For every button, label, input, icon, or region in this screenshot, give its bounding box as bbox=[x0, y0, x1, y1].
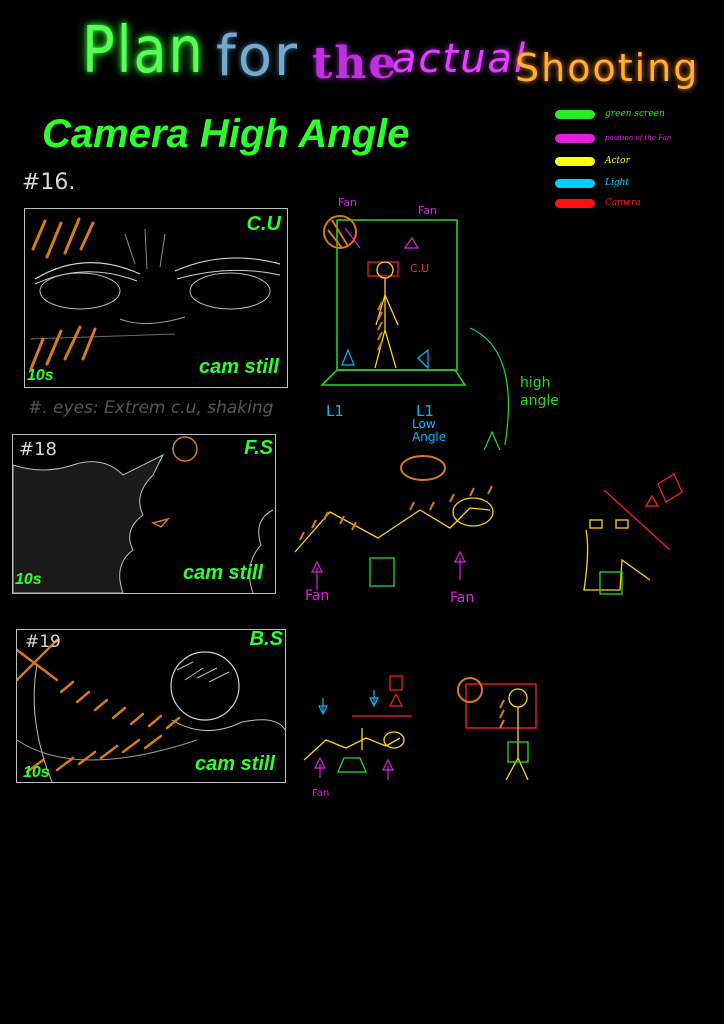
shot-type-label: B.S bbox=[249, 628, 283, 650]
legend-swatch bbox=[555, 109, 595, 119]
fan-label: Fan bbox=[305, 588, 330, 604]
panel-sketch bbox=[13, 435, 274, 593]
title-word-shooting: Shooting bbox=[515, 46, 700, 90]
legend-item-light: Light bbox=[555, 175, 629, 191]
shot-duration-label: 10s bbox=[15, 571, 42, 588]
cu-label: C.U bbox=[410, 262, 430, 275]
legend-label: Light bbox=[605, 178, 630, 188]
setup-diagram-2 bbox=[294, 455, 683, 595]
title-word-actual: actual bbox=[392, 36, 528, 82]
page-title: Plan for the actual Shooting bbox=[0, 0, 724, 110]
shot-type-label: C.U bbox=[246, 213, 281, 235]
shot-number: #19 bbox=[25, 632, 61, 652]
page-subtitle: Camera High Angle bbox=[42, 112, 410, 156]
storyboard-panel-shot-18: #18 F.S 10s cam still bbox=[12, 434, 276, 594]
title-word-the: the bbox=[312, 38, 399, 89]
legend-item-actor: Actor bbox=[555, 153, 630, 169]
shot-duration-label: 10s bbox=[27, 367, 54, 384]
fan-label: Fan bbox=[418, 204, 438, 217]
camera-movement-label: cam still bbox=[182, 562, 263, 584]
shot-number: #18 bbox=[19, 439, 57, 460]
legend-swatch bbox=[555, 156, 595, 166]
shot-duration-label: 10s bbox=[23, 764, 50, 781]
light-label: L1 bbox=[326, 402, 344, 420]
legend-swatch bbox=[555, 198, 595, 208]
panel-sketch bbox=[29, 217, 281, 371]
setup-diagram-1 bbox=[320, 215, 510, 450]
legend-item-fan: position of the Fan bbox=[555, 130, 671, 146]
storyboard-panel-shot-19: #19 B.S 10s cam still bbox=[16, 628, 286, 783]
legend-item-camera: Camera bbox=[555, 195, 641, 211]
title-word-for: for bbox=[216, 24, 299, 89]
fan-label: Fan bbox=[338, 196, 358, 209]
legend-item-green-screen: green screen bbox=[555, 106, 665, 122]
shot-note: #. eyes: Extrem c.u, shaking bbox=[28, 398, 274, 418]
storyboard-panel-shot-16: C.U 10s cam still bbox=[24, 208, 288, 388]
setup-diagram-3 bbox=[303, 675, 537, 781]
legend-label: position of the Fan bbox=[605, 134, 672, 142]
legend-label: Camera bbox=[605, 198, 641, 208]
fan-label: Fan bbox=[312, 788, 330, 799]
legend-label: green screen bbox=[605, 109, 665, 119]
light-label: L1 bbox=[416, 402, 434, 420]
panel-sketch bbox=[17, 638, 285, 782]
legend-label: Actor bbox=[605, 156, 630, 166]
shot-type-label: F.S bbox=[244, 437, 273, 459]
fan-label: Fan bbox=[450, 590, 475, 606]
camera-movement-label: cam still bbox=[198, 356, 279, 378]
legend-swatch bbox=[555, 178, 595, 188]
low-angle-label: Low Angle bbox=[412, 417, 447, 444]
title-word-plan: Plan bbox=[82, 14, 205, 88]
shot-number: #16. bbox=[22, 170, 76, 195]
legend-swatch bbox=[555, 133, 595, 143]
high-angle-label: high angle bbox=[520, 375, 559, 409]
camera-movement-label: cam still bbox=[194, 753, 275, 775]
